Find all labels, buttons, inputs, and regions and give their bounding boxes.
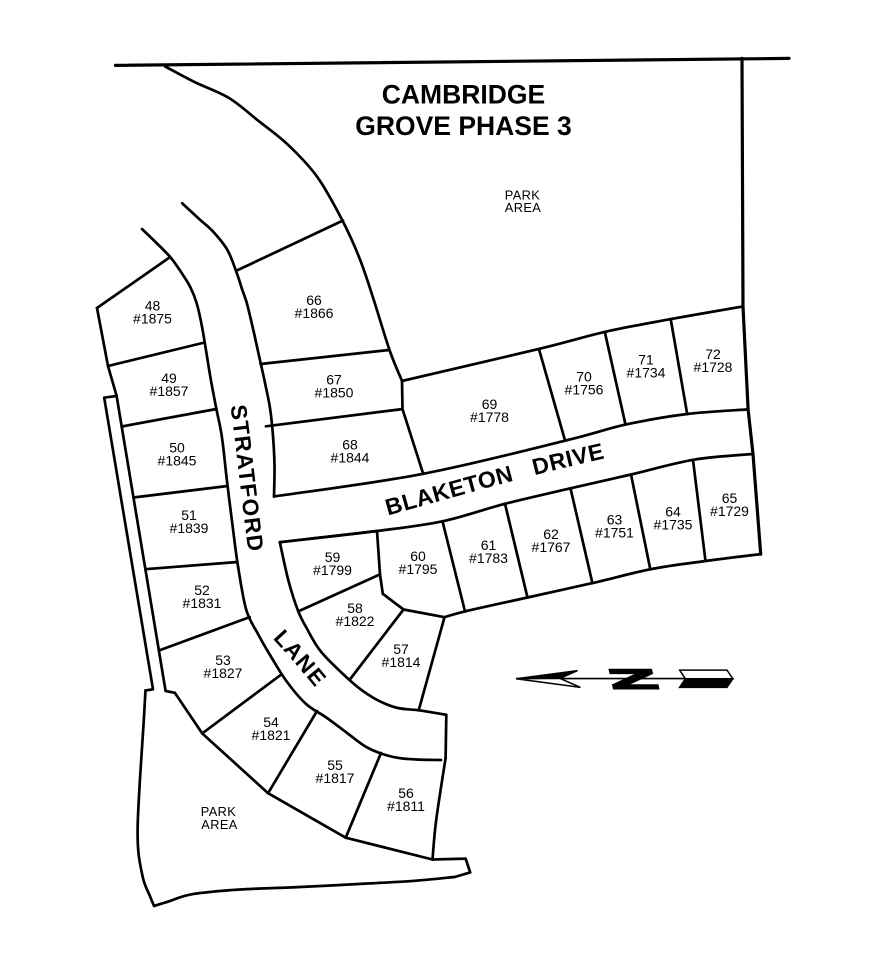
- svg-text:#1734: #1734: [627, 365, 666, 381]
- svg-text:#1875: #1875: [133, 311, 172, 327]
- svg-text:63: 63: [607, 512, 623, 528]
- svg-text:#1839: #1839: [170, 520, 209, 536]
- svg-text:#1811: #1811: [387, 798, 425, 814]
- svg-text:57: 57: [393, 641, 409, 657]
- svg-text:60: 60: [410, 548, 426, 564]
- svg-text:#1756: #1756: [565, 382, 604, 398]
- svg-text:53: 53: [215, 652, 231, 668]
- svg-text:51: 51: [181, 507, 197, 523]
- svg-text:68: 68: [342, 436, 358, 452]
- svg-text:58: 58: [347, 600, 363, 616]
- svg-text:54: 54: [263, 714, 279, 730]
- svg-text:#1845: #1845: [158, 453, 197, 469]
- svg-text:#1735: #1735: [654, 517, 693, 533]
- svg-text:#1783: #1783: [469, 550, 508, 566]
- svg-text:AREA: AREA: [505, 200, 542, 215]
- svg-text:#1729: #1729: [710, 503, 749, 519]
- svg-text:50: 50: [169, 440, 185, 456]
- svg-text:#1827: #1827: [204, 665, 243, 681]
- svg-text:PARK: PARK: [201, 804, 237, 819]
- svg-text:#1799: #1799: [313, 562, 352, 578]
- svg-text:#1767: #1767: [532, 539, 571, 555]
- svg-text:PARK: PARK: [505, 188, 541, 203]
- svg-text:49: 49: [161, 370, 177, 386]
- svg-text:#1817: #1817: [316, 770, 355, 786]
- svg-text:66: 66: [306, 292, 322, 308]
- svg-text:#1795: #1795: [399, 561, 438, 577]
- svg-text:#1778: #1778: [470, 409, 509, 425]
- svg-text:#1857: #1857: [150, 383, 189, 399]
- svg-text:55: 55: [327, 757, 343, 773]
- svg-text:70: 70: [576, 369, 592, 385]
- svg-text:#1751: #1751: [595, 525, 634, 541]
- svg-text:56: 56: [398, 785, 414, 801]
- svg-text:64: 64: [665, 504, 681, 520]
- svg-text:#1821: #1821: [252, 727, 291, 743]
- svg-text:52: 52: [194, 582, 210, 598]
- svg-text:61: 61: [481, 537, 497, 553]
- svg-text:CAMBRIDGE: CAMBRIDGE: [382, 80, 545, 110]
- svg-text:48: 48: [145, 298, 161, 314]
- svg-text:#1814: #1814: [382, 654, 421, 670]
- svg-text:72: 72: [705, 346, 721, 362]
- svg-text:67: 67: [326, 372, 342, 388]
- svg-text:62: 62: [543, 526, 559, 542]
- svg-text:GROVE PHASE 3: GROVE PHASE 3: [355, 111, 571, 141]
- svg-text:AREA: AREA: [201, 817, 238, 832]
- svg-text:#1844: #1844: [331, 449, 370, 465]
- svg-text:69: 69: [482, 396, 498, 412]
- svg-text:#1728: #1728: [694, 359, 733, 375]
- svg-text:59: 59: [325, 549, 341, 565]
- svg-text:#1831: #1831: [183, 595, 222, 611]
- svg-text:#1850: #1850: [315, 385, 354, 401]
- svg-text:65: 65: [722, 490, 738, 506]
- svg-text:#1822: #1822: [336, 613, 375, 629]
- svg-text:#1866: #1866: [295, 305, 334, 321]
- svg-text:71: 71: [638, 352, 654, 368]
